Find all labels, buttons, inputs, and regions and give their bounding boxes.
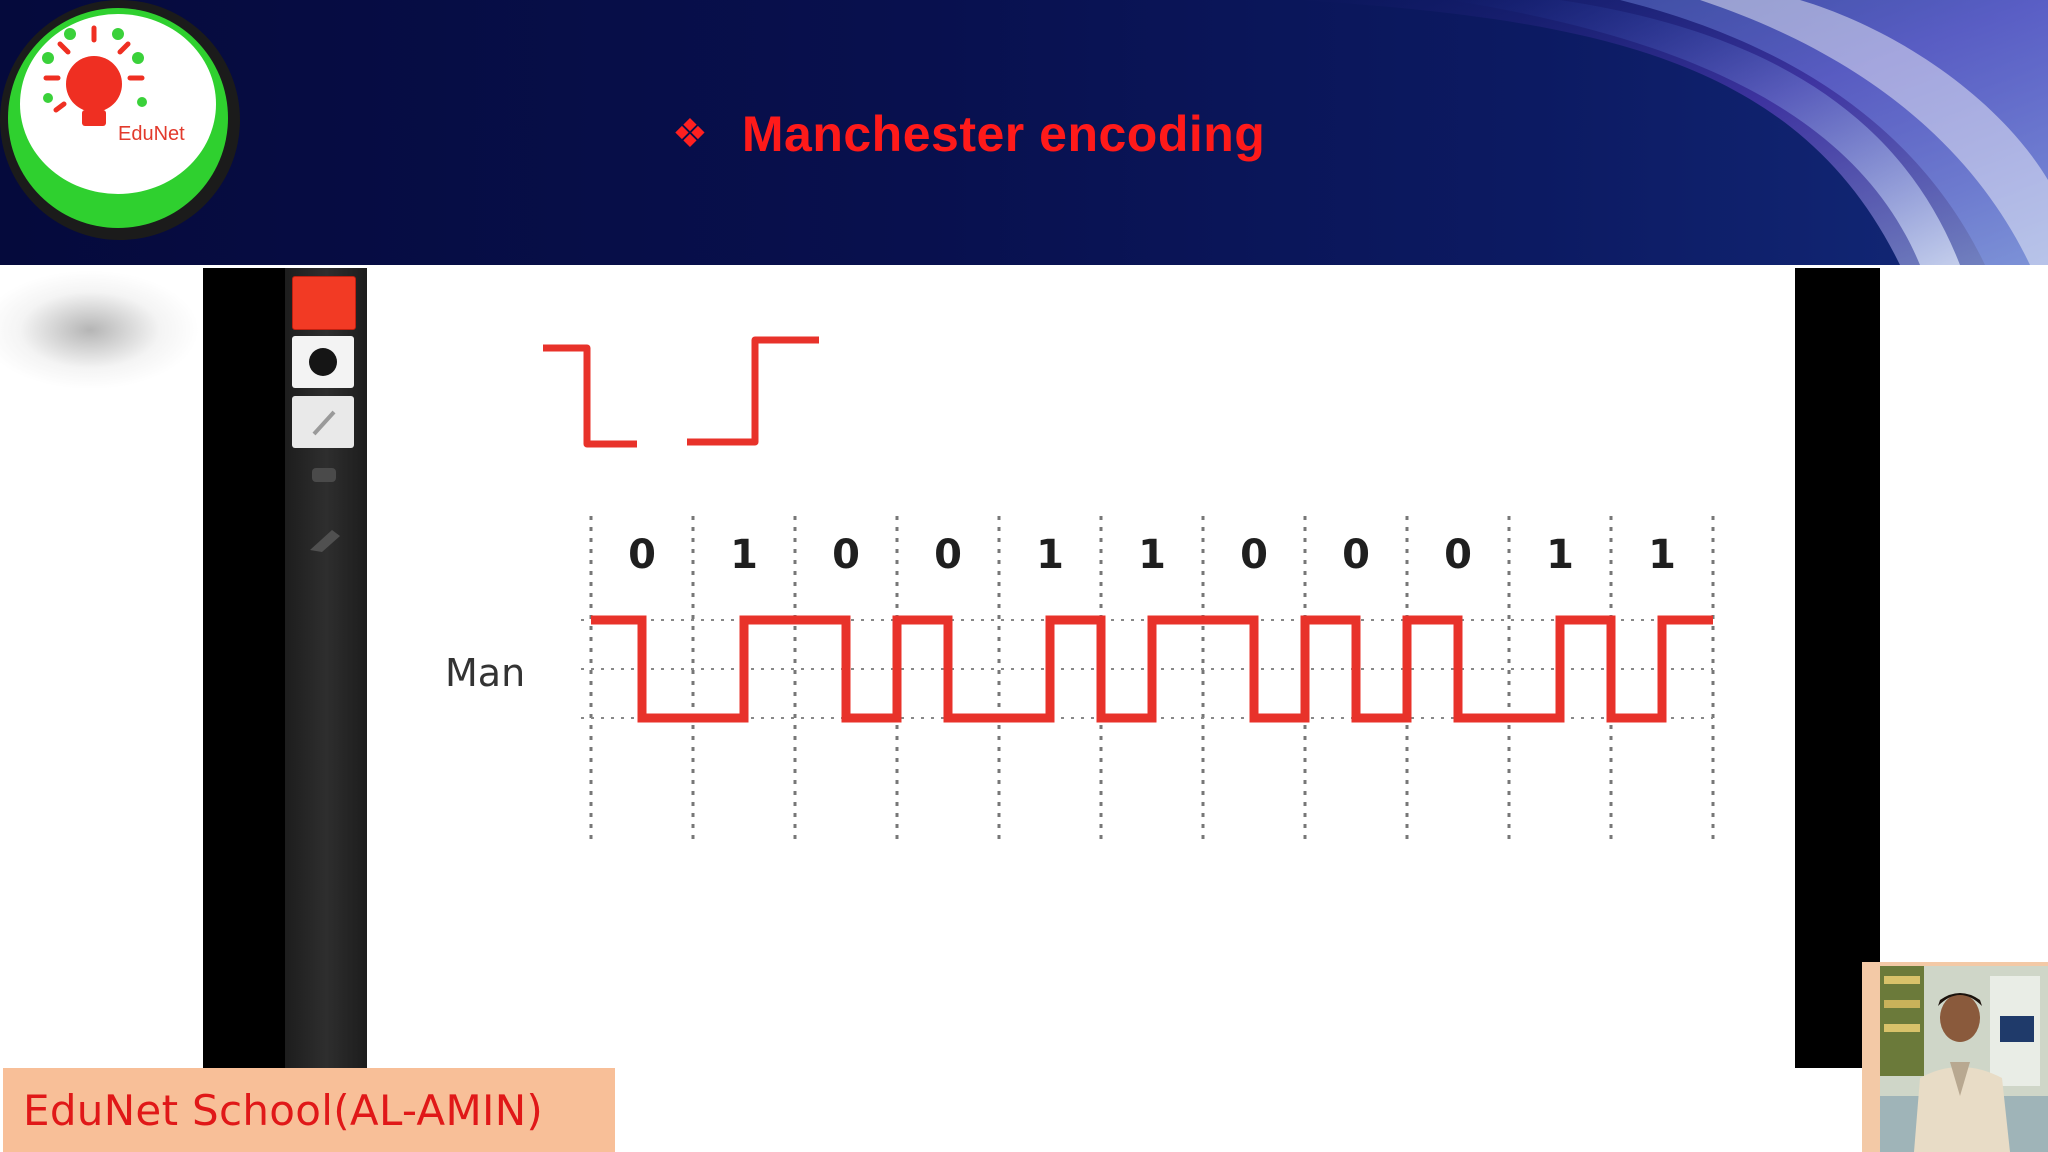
- school-name: EduNet School(AL-AMIN): [23, 1085, 544, 1135]
- screen-share-right-border: [1795, 268, 1880, 1068]
- bit-labels: 0 1 0 0 1 1 0 0 0 1 1: [628, 532, 1676, 578]
- shadow-decoration: [0, 270, 200, 390]
- lightbulb-icon: [42, 25, 147, 126]
- rising-transition-symbol: [687, 336, 819, 446]
- bit-label: 1: [730, 532, 758, 578]
- bit-label: 1: [1138, 532, 1166, 578]
- pen-dot-icon[interactable]: [292, 336, 354, 388]
- logo-wordmark: EduNet: [118, 123, 185, 145]
- bit-label: 0: [1342, 532, 1370, 578]
- color-swatch-icon[interactable]: [292, 276, 356, 330]
- screen-share-left-border: [203, 268, 285, 1068]
- school-name-banner: EduNet School(AL-AMIN): [3, 1068, 615, 1152]
- manchester-diagram: 0 1 0 0 1 1 0 0 0 1 1 Man: [445, 336, 1715, 840]
- presenter-webcam: [1880, 966, 2048, 1152]
- slide-header: EduNet ❖ Manchester encoding: [0, 0, 2048, 265]
- pencil-icon[interactable]: [292, 396, 354, 448]
- bit-label: 1: [1648, 532, 1676, 578]
- edunet-logo: EduNet: [0, 0, 240, 240]
- slide-title: Manchester encoding: [741, 106, 1266, 162]
- bit-label: 0: [934, 532, 962, 578]
- falling-transition-symbol: [543, 344, 637, 448]
- bit-label: 1: [1036, 532, 1064, 578]
- manchester-signal: [591, 615, 1713, 723]
- bit-label: 0: [1240, 532, 1268, 578]
- bullet-icon: ❖: [672, 112, 708, 156]
- eraser-icon[interactable]: [292, 520, 354, 560]
- header-swoosh-decoration: [1300, 0, 2048, 265]
- annotation-toolbar: [285, 268, 367, 1068]
- bit-label: 0: [1444, 532, 1472, 578]
- row-label: Man: [445, 651, 525, 695]
- bit-label: 0: [628, 532, 656, 578]
- marker-icon[interactable]: [292, 458, 354, 492]
- title-row: ❖ Manchester encoding: [672, 104, 1265, 164]
- bit-label: 0: [832, 532, 860, 578]
- bit-label: 1: [1546, 532, 1574, 578]
